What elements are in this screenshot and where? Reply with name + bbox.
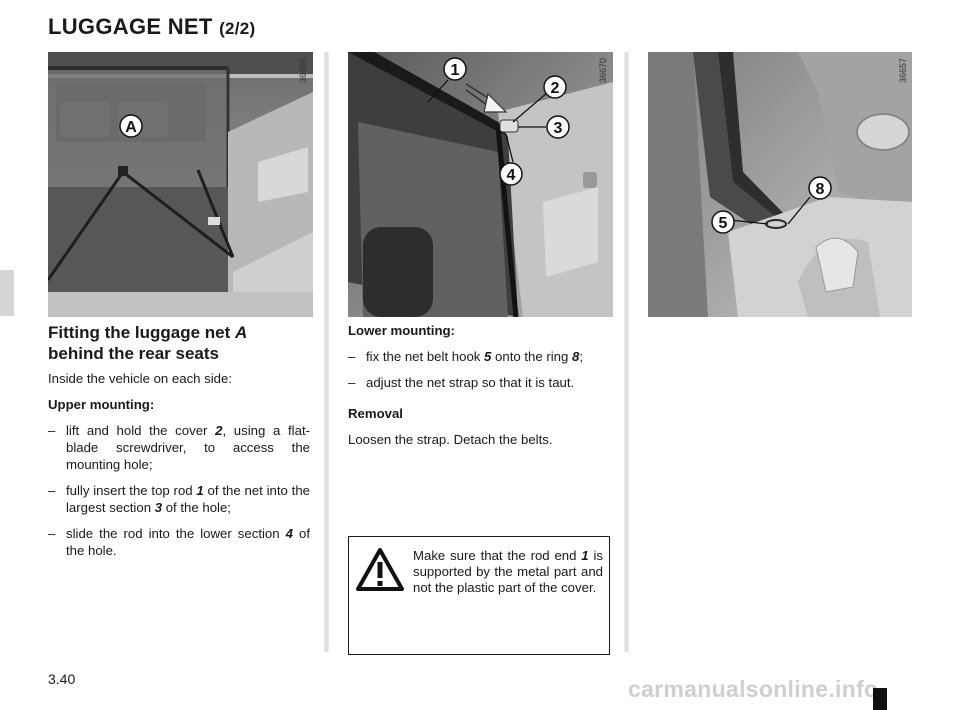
warning-box: Make sure that the rod end 1 is supporte… (348, 536, 610, 655)
figure-rear-seats: A (48, 52, 313, 317)
removal-text: Loosen the strap. Detach the belts. (348, 432, 553, 447)
callout-A: A (125, 119, 137, 136)
figure-ref-2: 36670 (598, 58, 608, 84)
figure-upper-mounting: 1 2 3 4 (348, 52, 613, 317)
callout-1: 1 (451, 62, 460, 79)
intro-text: Inside the vehicle on each side: (48, 371, 233, 386)
watermark: carmanualsonline.info (628, 676, 879, 702)
lower-mounting-heading: Lower mounting: (348, 323, 455, 338)
page-title: LUGGAGE NET (2/2) (48, 14, 256, 40)
warning-triangle-icon (355, 547, 405, 598)
heading-line2: behind the rear seats (48, 344, 220, 363)
list-item: –fix the net belt hook 5 onto the ring 8… (348, 349, 584, 364)
title-main: LUGGAGE NET (48, 14, 213, 39)
list-item: –slide the rod into the lower section 4 … (48, 526, 310, 558)
callout-5: 5 (719, 215, 728, 232)
figure-lower-mounting: 8 5 (648, 52, 912, 317)
callout-3: 3 (554, 120, 563, 137)
callout-8: 8 (816, 181, 825, 198)
callout-4: 4 (507, 167, 516, 184)
section-heading: Fitting the luggage net A behind the rea… (48, 322, 310, 364)
column-divider-2 (624, 52, 629, 652)
list-item: –fully insert the top rod 1 of the net i… (48, 483, 311, 515)
heading-text: Fitting the luggage net (48, 323, 231, 342)
page-corner-mark (873, 688, 887, 710)
callout-2: 2 (551, 80, 560, 97)
instructions-lower: Lower mounting: –fix the net belt hook 5… (348, 322, 612, 457)
removal-heading: Removal (348, 406, 403, 421)
warning-text: Make sure that the rod end 1 is supporte… (413, 548, 603, 595)
chapter-tab (0, 270, 14, 316)
page-number: 3.40 (48, 671, 76, 687)
figure-ref-3: 36657 (898, 58, 908, 84)
column-divider-1 (324, 52, 329, 652)
instructions-upper: Inside the vehicle on each side: Upper m… (48, 370, 310, 568)
figure-ref-1: 36656 (298, 58, 308, 84)
upper-mounting-heading: Upper mounting: (48, 397, 155, 412)
list-item: –adjust the net strap so that it is taut… (348, 375, 575, 390)
title-suffix: (2/2) (219, 19, 256, 38)
list-item: –lift and hold the cover 2, using a flat… (48, 423, 310, 472)
heading-ref: A (235, 323, 248, 342)
